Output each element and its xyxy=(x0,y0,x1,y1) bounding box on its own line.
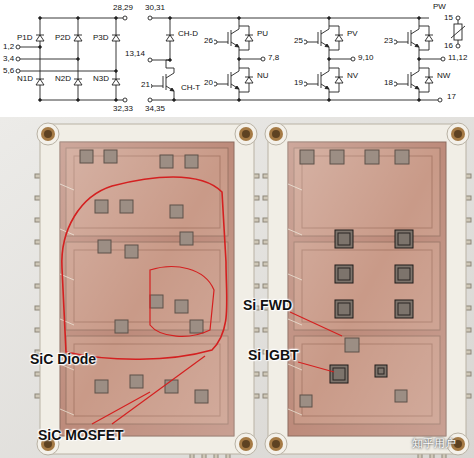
terminal-label: 11,12 xyxy=(447,54,468,62)
callout-lines xyxy=(62,177,342,424)
leader-line xyxy=(298,362,334,372)
terminal-label: 30,31 xyxy=(144,4,166,12)
terminal-label: NV xyxy=(346,72,359,80)
terminal-label: P2D xyxy=(54,34,72,42)
terminal-label: N3D xyxy=(92,75,110,83)
terminal-label: 16 xyxy=(443,42,454,50)
terminal-label: P3D xyxy=(92,34,110,42)
terminal-label: CH-T xyxy=(180,84,201,92)
terminal-label: 1,2 xyxy=(2,43,15,51)
leader-line xyxy=(112,356,205,424)
terminal-label: 18 xyxy=(383,79,394,87)
terminal-label: 32,33 xyxy=(112,105,134,113)
terminal-label: 5,6 xyxy=(2,67,15,75)
leader-line xyxy=(92,392,150,424)
terminal-label: 3,4 xyxy=(2,55,15,63)
terminal-label: P1D xyxy=(16,34,34,42)
callout-label: SiC MOSFET xyxy=(38,428,124,442)
terminal-label: PW xyxy=(432,3,447,11)
terminal-label: 9,10 xyxy=(357,54,375,62)
power-modules xyxy=(35,123,471,458)
terminal-label: 17 xyxy=(446,93,457,101)
photo-ground xyxy=(0,117,474,458)
leader-line xyxy=(290,312,342,336)
terminal-label: PV xyxy=(346,30,359,38)
terminal-label: 13,14 xyxy=(124,50,146,58)
terminal-label: CH-D xyxy=(177,30,199,38)
terminal-label: 19 xyxy=(293,79,304,87)
callout-label: Si IGBT xyxy=(248,348,299,362)
terminal-label: 34,35 xyxy=(144,105,166,113)
terminal-label: 7,8 xyxy=(267,54,280,62)
callout-label: Si FWD xyxy=(243,298,292,312)
terminal-label: 25 xyxy=(293,37,304,45)
terminal-label: 20 xyxy=(203,79,214,87)
terminal-label: 15 xyxy=(443,14,454,22)
terminal-label: 28,29 xyxy=(112,4,134,12)
sic-subregion-outline xyxy=(150,267,214,337)
terminal-label: N2D xyxy=(54,75,72,83)
terminal-label: NU xyxy=(256,72,270,80)
terminal-label: 26 xyxy=(203,37,214,45)
terminal-label: PU xyxy=(256,30,269,38)
callout-label: SiC Diode xyxy=(30,352,96,366)
terminal-label: NW xyxy=(436,72,451,80)
schematic xyxy=(16,16,465,102)
sic-region-outline xyxy=(62,177,227,359)
terminal-label: N1D xyxy=(16,75,34,83)
terminal-label: 23 xyxy=(383,37,394,45)
terminal-label: 21 xyxy=(140,81,151,89)
watermark: 知乎用户 xyxy=(412,438,456,449)
